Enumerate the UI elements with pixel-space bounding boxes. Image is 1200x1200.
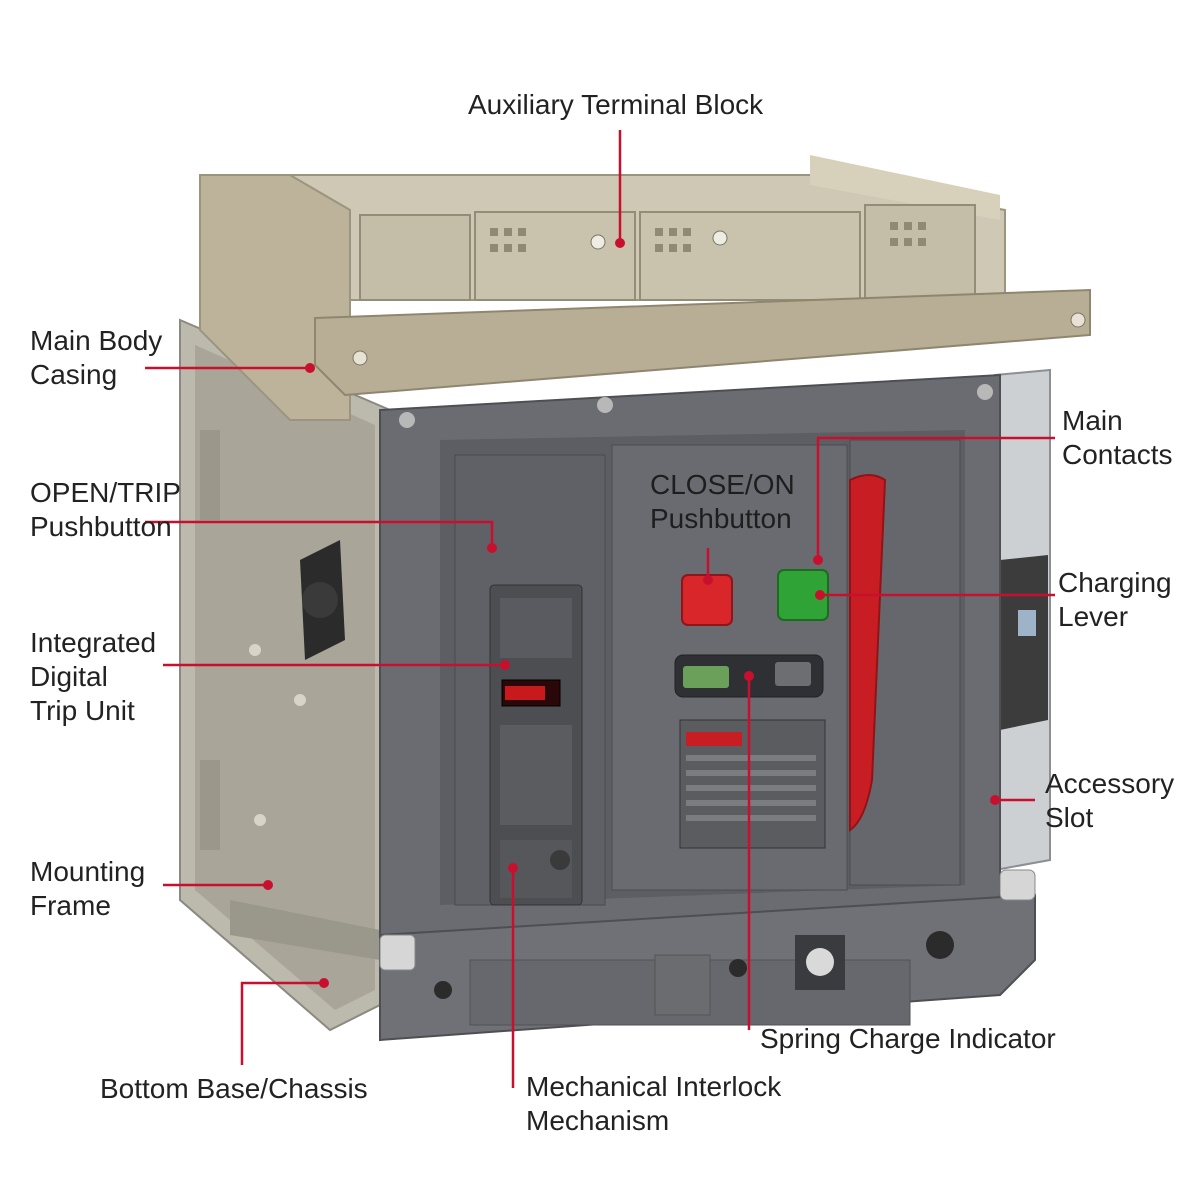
label-mounting-frame: Mounting Frame [30,856,146,921]
label-charging-lever: Charging Lever [1058,567,1172,632]
label-bottom-base-chassis: Bottom Base/Chassis [100,1073,368,1104]
label-main-contacts: Main Contacts [1062,405,1173,470]
label-mechanical-interlock-mechanism: Mechanical Interlock Mechanism [526,1071,782,1136]
label-accessory-slot: Accessory Slot [1045,768,1175,833]
bottom-chassis-shape [379,869,1036,1042]
label-open-trip-pushbutton: OPEN/TRIP Pushbutton [30,477,181,542]
leader-lines [145,130,1055,1088]
label-auxiliary-terminal-block: Auxiliary Terminal Block [468,89,764,120]
top-casing-shape [199,155,1091,421]
label-main-body-casing: Main Body Casing [30,325,163,390]
front-controls-shape [674,474,887,849]
right-bracket-shape [994,368,1051,872]
leader-dots [263,238,1000,988]
label-spring-charge-indicator: Spring Charge Indicator [760,1023,1056,1054]
label-close-on-pushbutton: CLOSE/ON Pushbutton [650,469,795,534]
mounting-frame-shape [179,318,391,1032]
trip-unit-shape [489,584,583,906]
label-integrated-digital-trip-unit: Integrated Digital Trip Unit [30,627,157,726]
